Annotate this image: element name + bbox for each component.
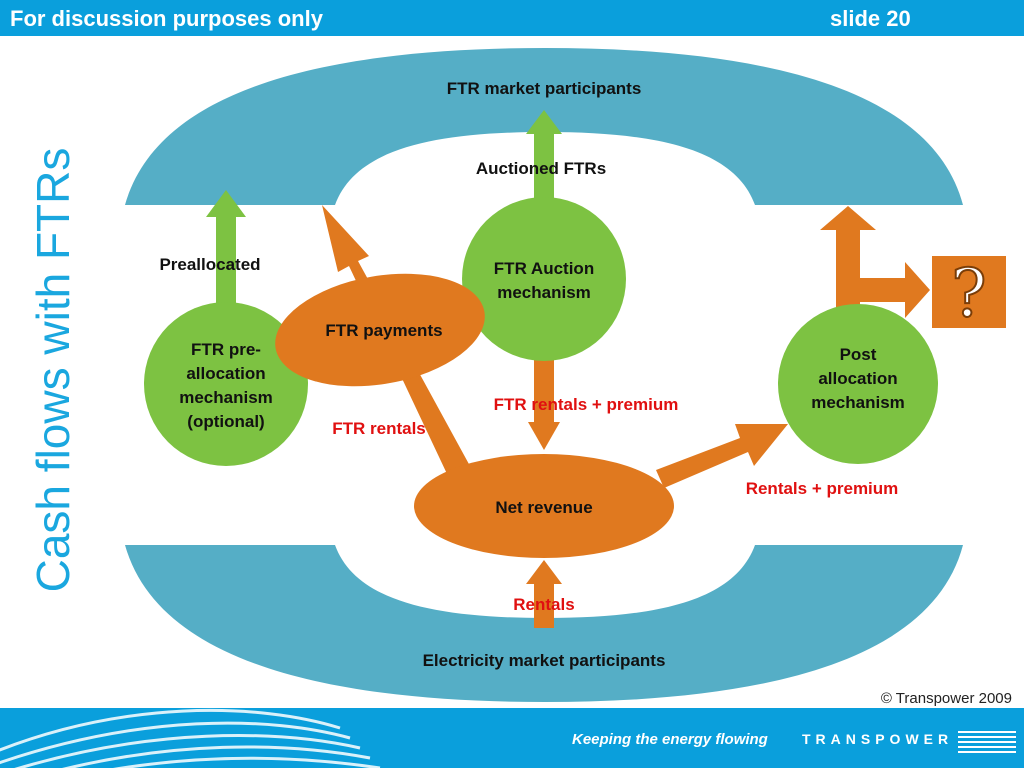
prealloc-node-line-4: (optional): [187, 412, 264, 431]
prealloc-node-line-3: mechanism: [179, 388, 273, 407]
net-revenue-label: Net revenue: [495, 498, 592, 517]
post-node-line-2: allocation: [818, 369, 897, 388]
post-allocation-out-arrow: [820, 206, 930, 318]
footer-slogan: Keeping the energy flowing: [572, 731, 768, 748]
rentals-premium-arrow: [656, 424, 788, 488]
auctioned-ftrs-label: Auctioned FTRs: [476, 159, 606, 178]
auction-node-line-2: mechanism: [497, 283, 591, 302]
footer-swoosh-icon: [0, 708, 1016, 768]
discussion-note: For discussion purposes only: [10, 6, 323, 31]
prealloc-node-line-2: allocation: [186, 364, 265, 383]
footer-bar: Keeping the energy flowing TRANSPOWER: [0, 708, 1024, 768]
bottom-band-label: Electricity market participants: [423, 651, 666, 670]
auction-down-arrow-shaft: [534, 350, 554, 422]
header-bar: For discussion purposes only slide 20: [0, 0, 1024, 36]
ftr-auction-node: [462, 197, 626, 361]
rentals-arrow-shaft: [534, 584, 554, 628]
ftr-payments-node: [275, 273, 485, 387]
auction-down-arrowhead: [528, 422, 560, 450]
auction-up-arrow-shaft: [534, 134, 554, 202]
prealloc-node-line-1: FTR pre-: [191, 340, 261, 359]
preallocated-label: Preallocated: [159, 255, 260, 274]
question-mark-icon: ?: [951, 255, 986, 332]
prealloc-up-arrowhead: [206, 190, 246, 217]
net-revenue-node: [414, 454, 674, 558]
post-allocation-node: [778, 304, 938, 464]
auction-up-arrowhead: [526, 110, 562, 134]
question-box: [932, 256, 1006, 328]
preallocation-node: [144, 302, 308, 466]
rentals-label: Rentals: [513, 595, 574, 614]
rentals-arrowhead: [526, 560, 562, 584]
post-node-line-3: mechanism: [811, 393, 905, 412]
ftr-payments-label: FTR payments: [325, 321, 442, 340]
transpower-logo-icon: [958, 731, 1016, 753]
slide-number: slide 20: [830, 6, 911, 31]
top-band-label: FTR market participants: [447, 79, 642, 98]
copyright: © Transpower 2009: [880, 690, 1012, 707]
prealloc-up-arrow-shaft: [216, 215, 236, 310]
auction-node-line-1: FTR Auction: [494, 259, 594, 278]
rentals-premium-label: Rentals + premium: [746, 479, 899, 498]
ftr-rentals-premium-label: FTR rentals + premium: [494, 395, 679, 414]
post-node-line-1: Post: [840, 345, 877, 364]
ftr-rentals-label: FTR rentals: [332, 419, 426, 438]
footer-brand: TRANSPOWER: [802, 731, 954, 747]
